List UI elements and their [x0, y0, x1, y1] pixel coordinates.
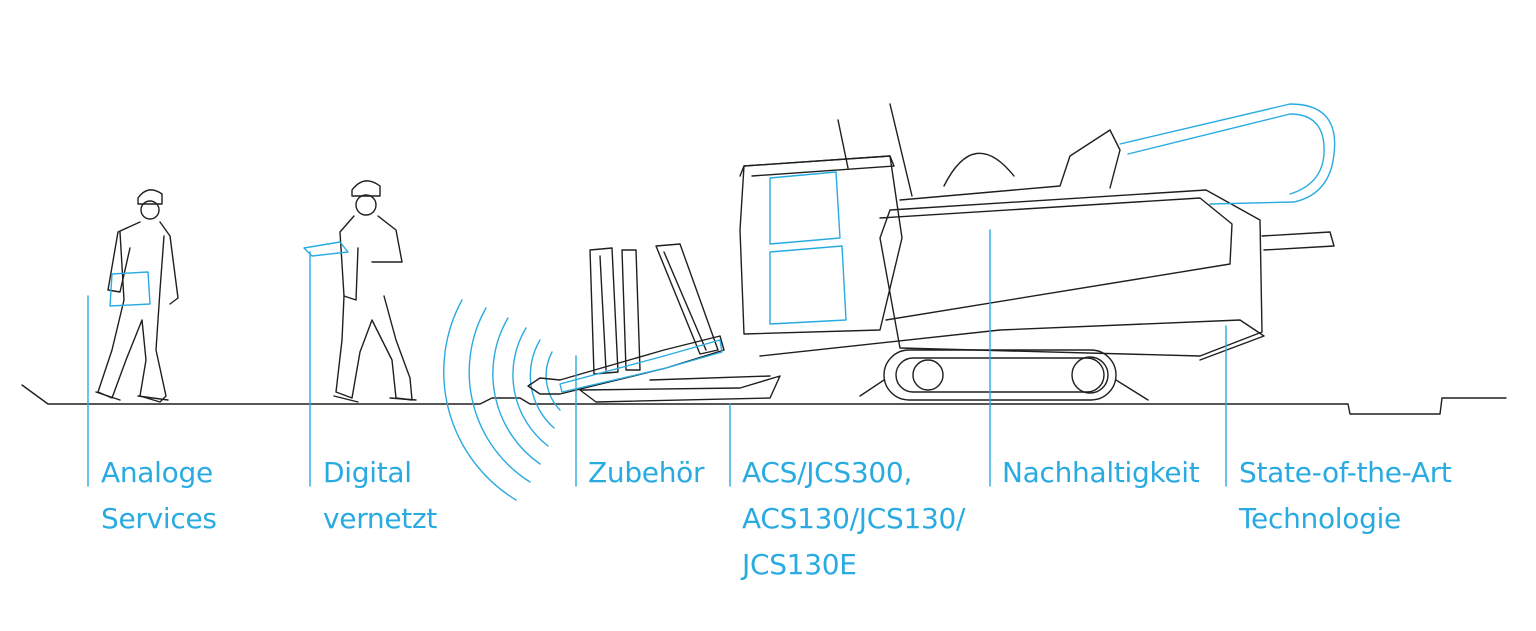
label-line: Technologie: [1239, 502, 1401, 535]
label-zubehoer: Zubehör: [588, 450, 705, 496]
label-line: Nachhaltigkeit: [1002, 456, 1200, 489]
ground-line: [21, 384, 1507, 415]
label-line: Digital: [323, 456, 412, 489]
drill-head-highlight: [559, 339, 723, 393]
label-line: Analoge: [101, 456, 213, 489]
signal-waves-icon: [443, 299, 561, 501]
label-line: Zubehör: [588, 456, 705, 489]
label-analoge-services: Analoge Services: [101, 450, 217, 542]
drill-pipe-loop-highlight: [1119, 103, 1336, 205]
drilling-rig-machine: [527, 103, 1335, 403]
worker-figure-digital: [333, 180, 417, 403]
label-line: ACS/JCS300,: [742, 456, 913, 489]
label-line: vernetzt: [323, 502, 438, 535]
label-state-of-the-art: State-of-the-Art Technologie: [1239, 450, 1452, 542]
tablet-analog-icon: [109, 271, 151, 307]
cabin-window-highlight: [769, 171, 847, 325]
label-line: Services: [101, 502, 217, 535]
label-line: JCS130E: [742, 548, 857, 581]
label-line: ACS130/JCS130/: [742, 502, 966, 535]
worker-figure-analog: [95, 189, 179, 403]
label-line: State-of-the-Art: [1239, 456, 1452, 489]
label-nachhaltigkeit: Nachhaltigkeit: [1002, 450, 1200, 496]
label-acs-jcs: ACS/JCS300, ACS130/JCS130/ JCS130E: [742, 450, 965, 588]
label-digital-vernetzt: Digital vernetzt: [323, 450, 437, 542]
